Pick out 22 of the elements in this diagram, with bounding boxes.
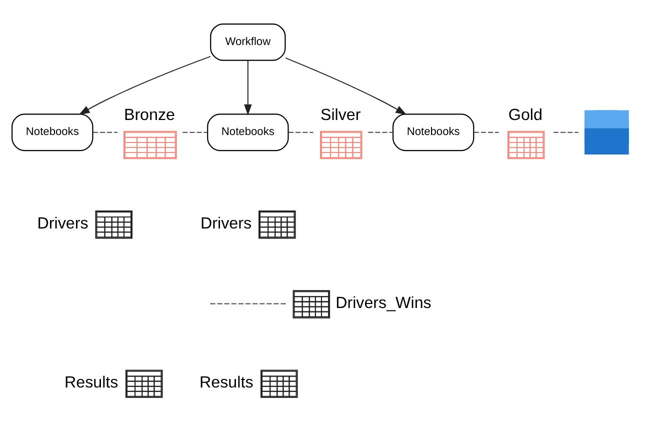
node-label: Results (64, 374, 118, 392)
arrow (285, 57, 407, 115)
arrow (244, 60, 252, 116)
connector (210, 303, 287, 304)
connector (182, 132, 208, 133)
connector (474, 132, 499, 133)
node-label: Results (200, 374, 254, 392)
connector (368, 132, 393, 133)
node-label: Drivers (200, 214, 252, 232)
node-box: Notebooks (12, 114, 94, 152)
node-label: Drivers (37, 214, 88, 232)
node-label: Silver (320, 106, 361, 124)
node-label: Drivers_Wins (336, 294, 432, 312)
node-label: Gold (508, 106, 542, 124)
connector (288, 132, 314, 133)
connector (553, 132, 578, 133)
connector (92, 132, 118, 133)
node-box: Notebooks (392, 114, 474, 152)
node-box: Notebooks (207, 114, 289, 152)
arrow (78, 56, 211, 115)
node-label: Bronze (124, 106, 175, 124)
node-box: Workflow (210, 23, 286, 61)
